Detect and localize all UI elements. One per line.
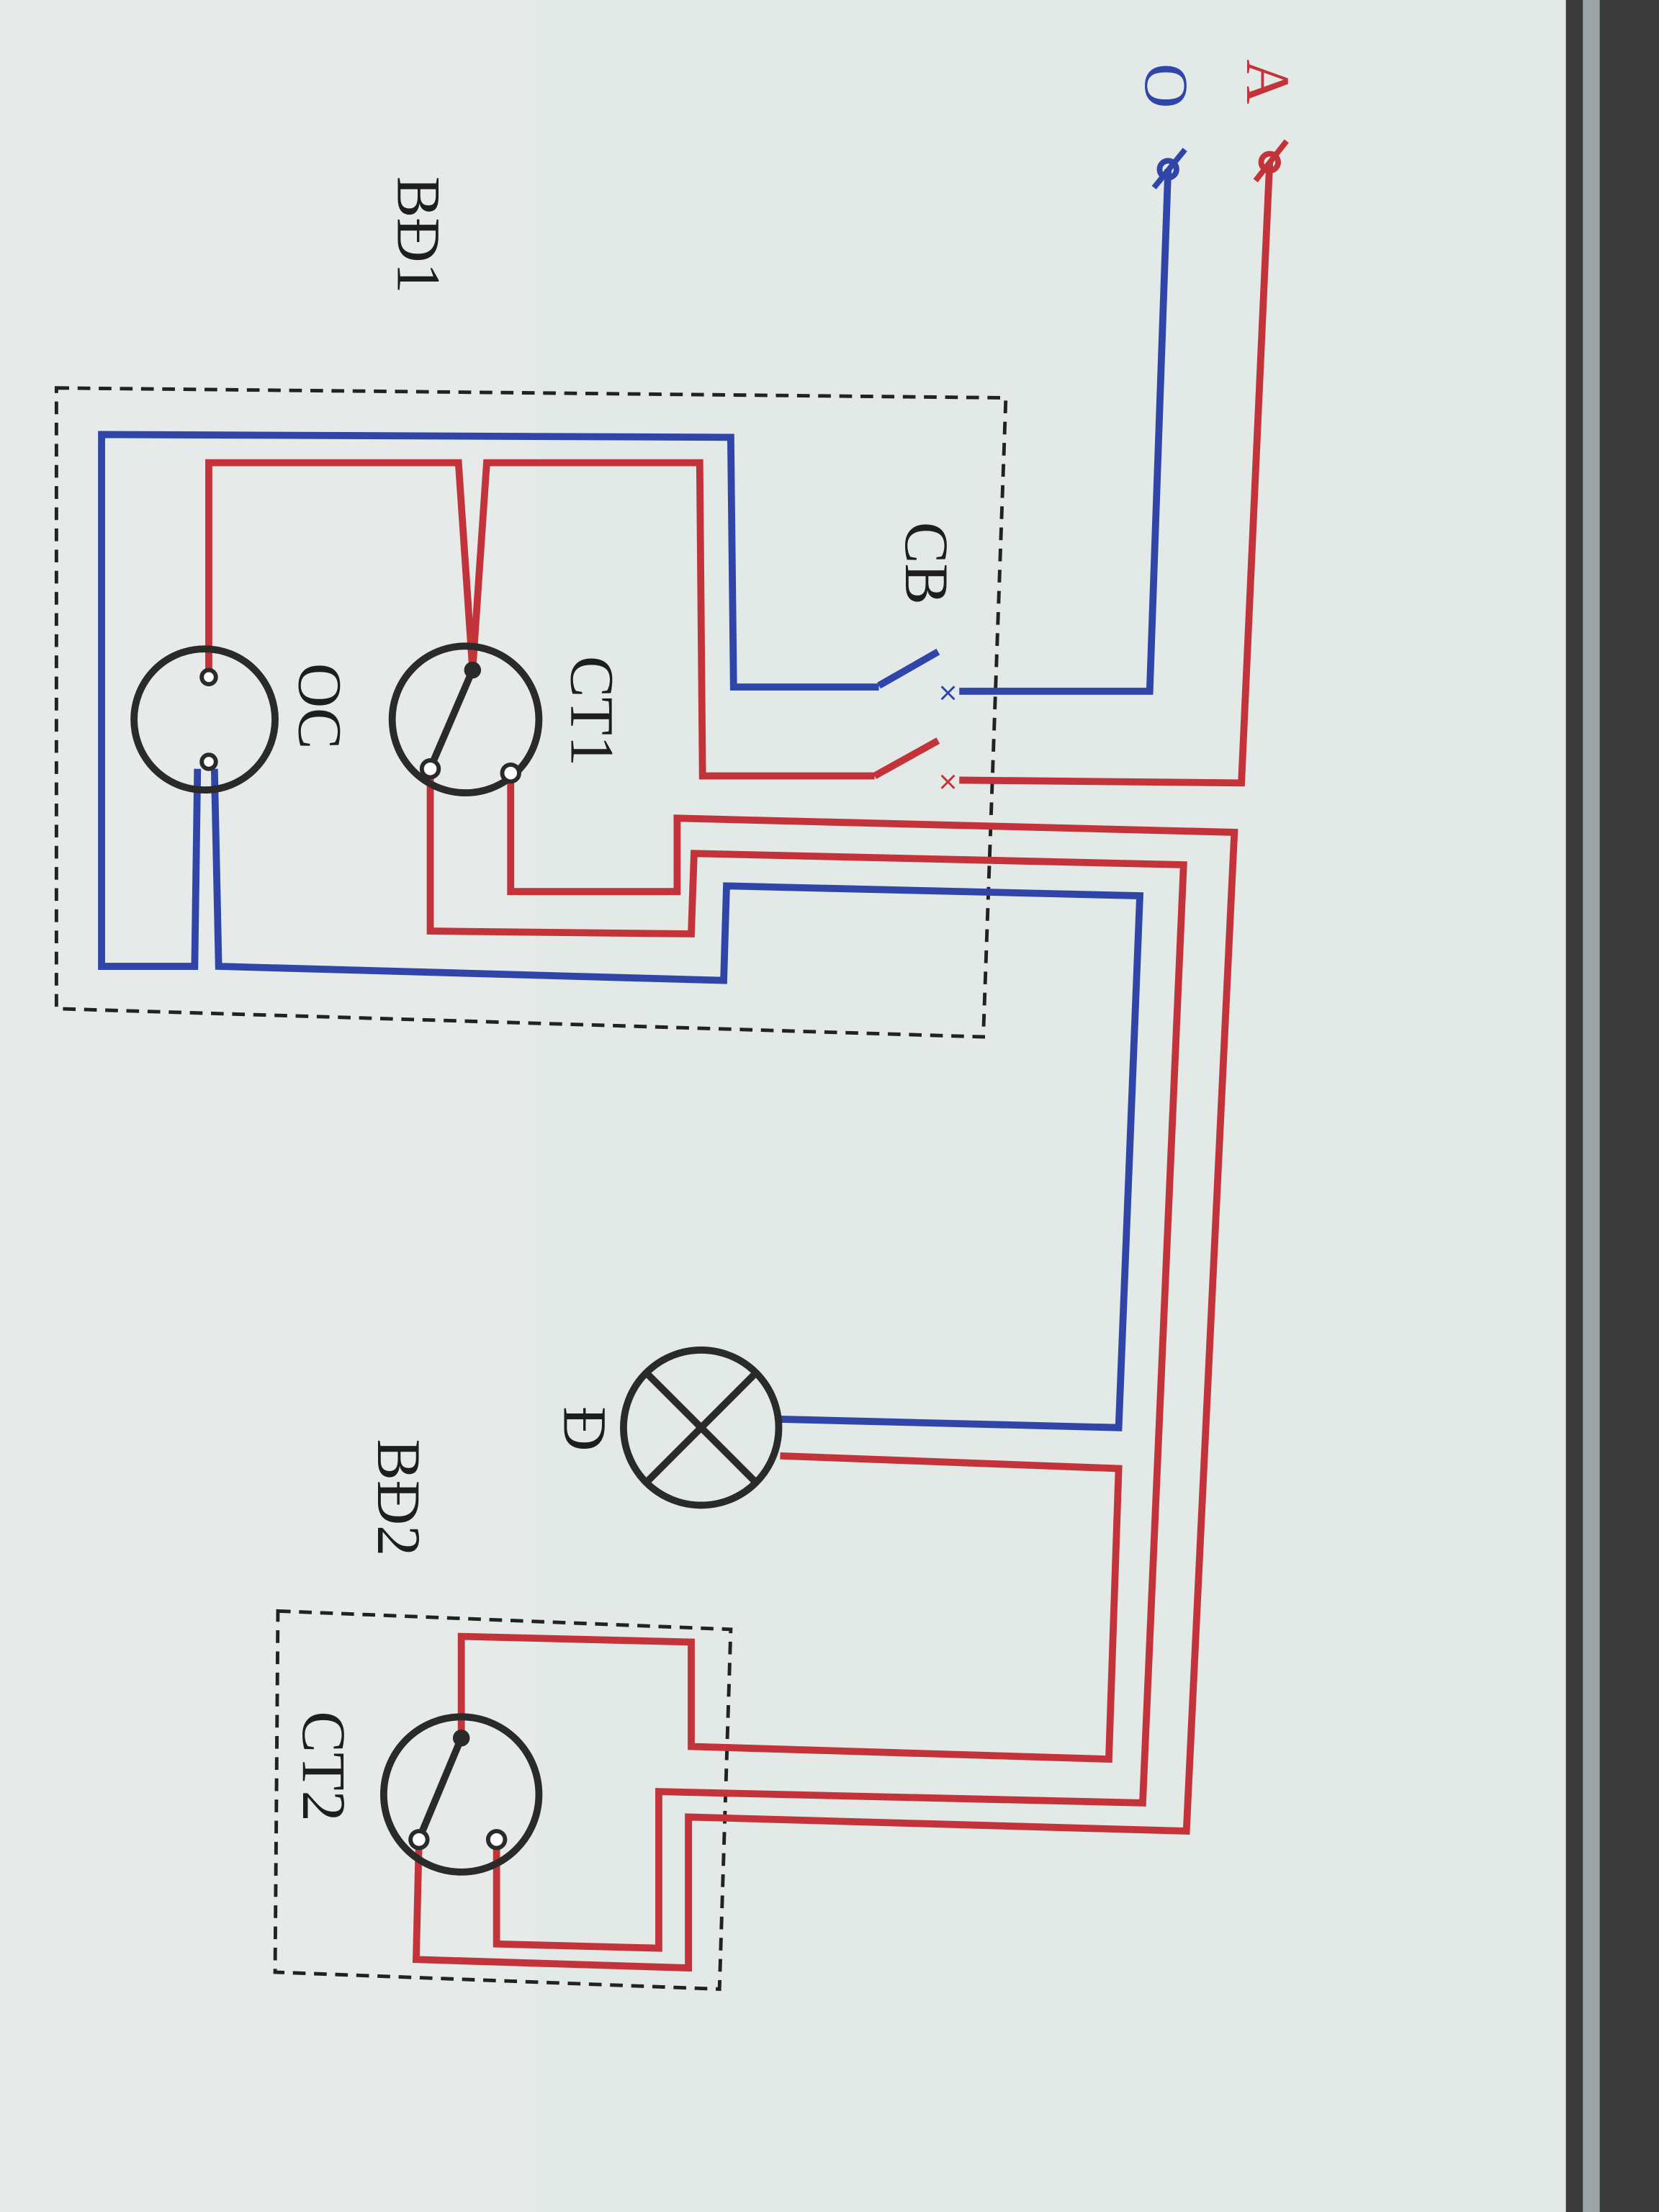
plastic-edge bbox=[1583, 0, 1600, 2212]
label-ct1: CT1 bbox=[557, 656, 626, 766]
switch-ct1-symbol bbox=[388, 642, 543, 796]
panel-bd2-box bbox=[273, 1609, 733, 1991]
label-oc: OC bbox=[285, 663, 354, 750]
socket-pin-2 bbox=[199, 752, 218, 771]
phase-terminal-slash bbox=[1253, 139, 1289, 183]
traveler-wire-1 bbox=[412, 773, 1238, 1972]
label-ct2: CT2 bbox=[289, 1711, 359, 1821]
socket-pin-1 bbox=[199, 667, 218, 687]
cb-blade-neutral bbox=[877, 648, 940, 689]
ct1-blade bbox=[429, 668, 476, 763]
switch-ct2-symbol bbox=[380, 1713, 543, 1876]
cb-contact-phase-icon: × bbox=[938, 767, 959, 796]
lamp-cross-2 bbox=[643, 1370, 759, 1485]
label-neutral: O bbox=[1132, 63, 1201, 108]
lamp-switch-wire bbox=[457, 1452, 1123, 1763]
cb-contact-neutral-icon: × bbox=[938, 678, 959, 708]
neutral-terminal-slash bbox=[1151, 148, 1187, 190]
label-cb: CB bbox=[892, 522, 961, 605]
phase-terminal-icon bbox=[1258, 150, 1281, 174]
neutral-supply-wire bbox=[959, 168, 1172, 695]
lamp-symbol bbox=[620, 1346, 783, 1509]
phase-supply-wire bbox=[959, 162, 1274, 787]
neutral-wire-lamp bbox=[210, 768, 1144, 1431]
traveler-wire-2 bbox=[426, 768, 1187, 1952]
ct2-pin-right bbox=[485, 1829, 508, 1851]
label-bd1: BĐ1 bbox=[384, 176, 453, 294]
label-lamp: Đ bbox=[551, 1406, 620, 1451]
phase-wire-ct1 bbox=[469, 459, 875, 780]
label-phase: A bbox=[1233, 59, 1303, 104]
label-bd2: BĐ2 bbox=[364, 1439, 433, 1556]
paper-shade bbox=[0, 0, 536, 2212]
neutral-terminal-icon bbox=[1156, 158, 1179, 181]
dark-edge bbox=[1565, 0, 1659, 2212]
socket-oc-symbol bbox=[130, 645, 279, 794]
panel-bd1-box bbox=[54, 386, 1008, 1039]
cb-blade-phase bbox=[873, 737, 940, 779]
ct2-blade bbox=[418, 1736, 465, 1834]
phase-wire-socket bbox=[205, 459, 477, 675]
neutral-wire-socket bbox=[98, 431, 879, 970]
ct1-pin-right bbox=[500, 762, 521, 784]
